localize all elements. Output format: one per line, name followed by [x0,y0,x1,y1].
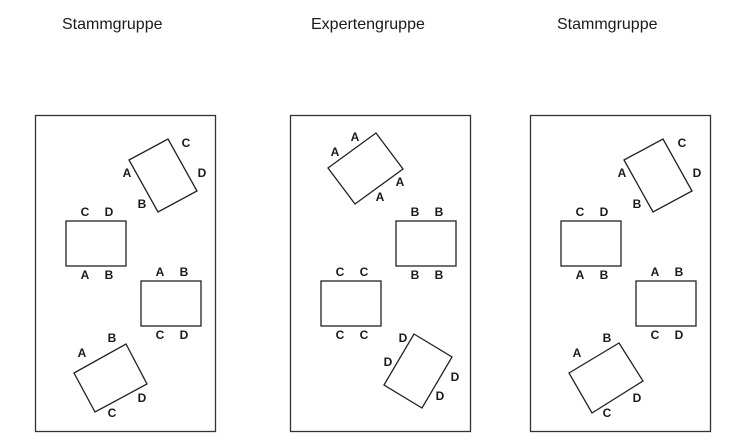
table-left [65,220,127,267]
seat-label: C [360,265,369,279]
table-rotated-top [623,138,693,213]
seat-label: A [376,190,385,204]
seat-label: A [651,265,660,279]
seat-label: C [336,328,345,342]
seat-label: A [78,346,87,360]
panel-2-title: Expertengruppe [311,16,425,33]
seat-label: C [576,205,585,219]
table-right [635,280,697,327]
seat-label: D [633,391,642,405]
table-rotated-top [327,132,404,205]
seat-label: D [384,355,393,369]
table-rotated-bottom [73,343,148,413]
panel-frame [289,114,472,433]
seat-label: C [108,406,117,420]
seat-label: D [399,331,408,345]
seat-label: C [603,406,612,420]
panel-frame [34,114,217,433]
panel-stammgruppe-1: C D A B C D A B A B C D B A D C [34,114,217,433]
seat-label: C [678,136,687,150]
seat-label: C [336,265,345,279]
seat-label: C [182,136,191,150]
seat-label: B [108,331,117,345]
panel-expertengruppe: A A A A B B B B C C C C D D D D [289,114,472,433]
seat-label: D [138,391,147,405]
seat-label: C [81,205,90,219]
seat-label: A [618,166,627,180]
seat-label: D [436,389,445,403]
seat-label: B [435,205,444,219]
seat-label: B [633,197,642,211]
table-right [140,280,202,327]
seat-label: B [411,268,420,282]
seat-label: D [693,166,702,180]
seat-label: A [156,265,165,279]
panel-1-title: Stammgruppe [62,16,163,33]
seat-label: B [603,331,612,345]
seat-label: C [156,328,165,342]
table-rotated-top [128,138,198,213]
table-rotated-bottom [568,342,644,414]
seat-label: A [81,268,90,282]
seat-label: C [360,328,369,342]
seat-label: B [138,197,147,211]
seat-label: D [600,205,609,219]
seat-label: A [576,268,585,282]
table-left [560,220,622,267]
seat-label: B [675,265,684,279]
seat-label: B [180,265,189,279]
seat-label: D [451,370,460,384]
seat-label: A [573,346,582,360]
panel-stammgruppe-2: C D A B C D A B A B C D B A D C [529,114,712,433]
table-right [395,220,457,267]
seat-label: A [351,130,360,144]
seat-label: D [180,328,189,342]
table-left [320,280,382,327]
seat-label: B [105,268,114,282]
seat-label: B [600,268,609,282]
seat-label: B [411,205,420,219]
table-rotated-bottom [383,333,453,409]
seat-label: C [651,328,660,342]
panel-3-title: Stammgruppe [557,16,658,33]
seat-label: A [331,145,340,159]
seat-label: D [105,205,114,219]
seat-label: D [675,328,684,342]
seat-label: D [198,166,207,180]
panel-frame [529,114,712,433]
seat-label: A [396,175,405,189]
seat-label: A [123,166,132,180]
seat-label: B [435,268,444,282]
